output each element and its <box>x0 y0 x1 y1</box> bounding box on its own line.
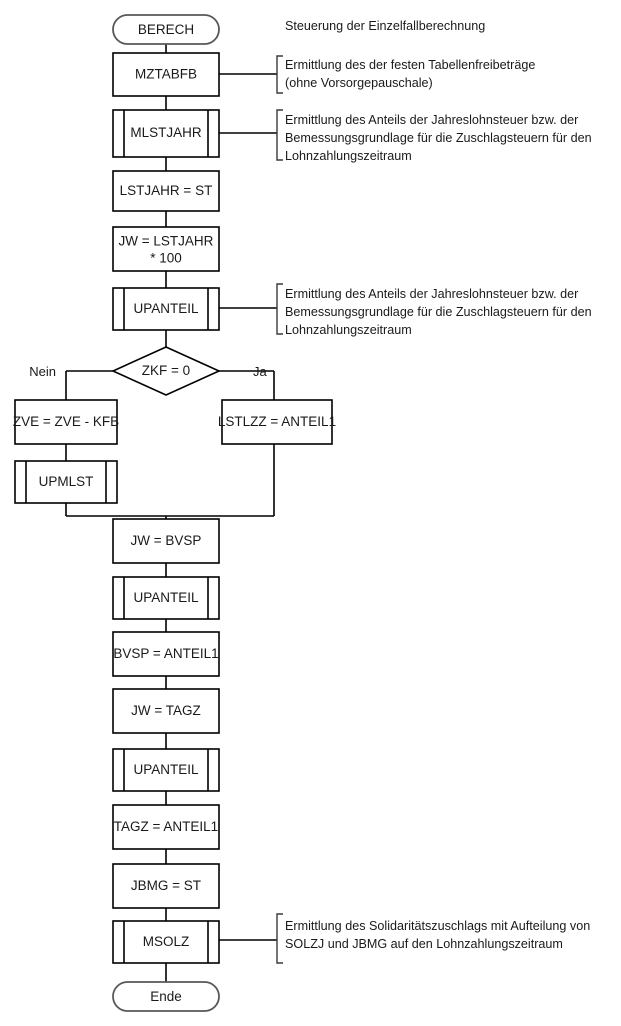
node-msolz[interactable]: MSOLZ <box>112 920 220 964</box>
bracket-upanteil <box>276 283 283 335</box>
node-upanteil2[interactable]: UPANTEIL <box>112 576 220 620</box>
node-ende[interactable]: Ende <box>112 981 220 1012</box>
connector-layer <box>65 44 275 982</box>
node-mlstjahr-label: MLSTJAHR <box>130 125 202 140</box>
node-jbmg-label: JBMG = ST <box>131 878 201 893</box>
node-zve[interactable]: ZVE = ZVE - KFB <box>13 399 119 445</box>
node-berech-label: BERECH <box>138 22 194 37</box>
node-tagz-label: TAGZ = ANTEIL1 <box>114 819 218 834</box>
node-zkf-label: ZKF = 0 <box>142 363 190 378</box>
node-mztabfb[interactable]: MZTABFB <box>112 52 220 97</box>
note-msolz: Ermittlung des Solidaritätszuschlags mit… <box>285 919 591 951</box>
branch-label-nein: Nein <box>29 364 56 379</box>
node-mztabfb-label: MZTABFB <box>135 67 197 82</box>
node-upmlst[interactable]: UPMLST <box>14 460 118 504</box>
node-lstlzz[interactable]: LSTLZZ = ANTEIL1 <box>218 399 336 445</box>
node-jw100-label: JW = LSTJAHR <box>119 234 214 249</box>
node-lstlzz-label: LSTLZZ = ANTEIL1 <box>218 414 336 429</box>
bracket-msolz <box>276 913 283 964</box>
node-upanteil1[interactable]: UPANTEIL <box>112 287 220 331</box>
node-jwtagz-label: JW = TAGZ <box>131 703 201 718</box>
note-upanteil: Ermittlung des Anteils der Jahreslohnste… <box>285 287 592 337</box>
node-lstjahr-label: LSTJAHR = ST <box>120 183 213 198</box>
node-ende-label: Ende <box>150 989 182 1004</box>
node-upanteil1-label: UPANTEIL <box>133 301 199 316</box>
node-upanteil2-label: UPANTEIL <box>133 590 199 605</box>
node-jwtagz[interactable]: JW = TAGZ <box>112 688 220 734</box>
node-zkf[interactable]: ZKF = 0 <box>111 346 221 396</box>
note-title: Steuerung der Einzelfallberechnung <box>285 19 486 33</box>
node-bvsp[interactable]: BVSP = ANTEIL1 <box>112 631 220 677</box>
node-jwbvsp-label: JW = BVSP <box>131 533 202 548</box>
note-mztabfb: Ermittlung des der festen Tabellenfreibe… <box>285 58 536 90</box>
bracket-mztabfb <box>276 55 283 94</box>
node-lstjahr[interactable]: LSTJAHR = ST <box>112 170 220 212</box>
node-bvsp-label: BVSP = ANTEIL1 <box>113 646 218 661</box>
node-jw100[interactable]: JW = LSTJAHR * 100 <box>112 226 220 272</box>
node-mlstjahr[interactable]: MLSTJAHR <box>112 109 220 158</box>
node-berech[interactable]: BERECH <box>112 14 220 45</box>
node-msolz-label: MSOLZ <box>143 934 190 949</box>
node-upmlst-label: UPMLST <box>39 474 94 489</box>
bracket-mlstjahr <box>276 109 283 161</box>
branch-label-ja: Ja <box>253 364 268 379</box>
node-upanteil3[interactable]: UPANTEIL <box>112 748 220 792</box>
node-jbmg[interactable]: JBMG = ST <box>112 863 220 909</box>
node-upanteil3-label: UPANTEIL <box>133 762 199 777</box>
node-tagz[interactable]: TAGZ = ANTEIL1 <box>112 804 220 850</box>
node-jwbvsp[interactable]: JW = BVSP <box>112 518 220 564</box>
note-mlstjahr: Ermittlung des Anteils der Jahreslohnste… <box>285 113 592 163</box>
node-jw100-label2: * 100 <box>150 251 182 266</box>
annotation-leaders <box>219 55 283 964</box>
node-zve-label: ZVE = ZVE - KFB <box>13 414 119 429</box>
